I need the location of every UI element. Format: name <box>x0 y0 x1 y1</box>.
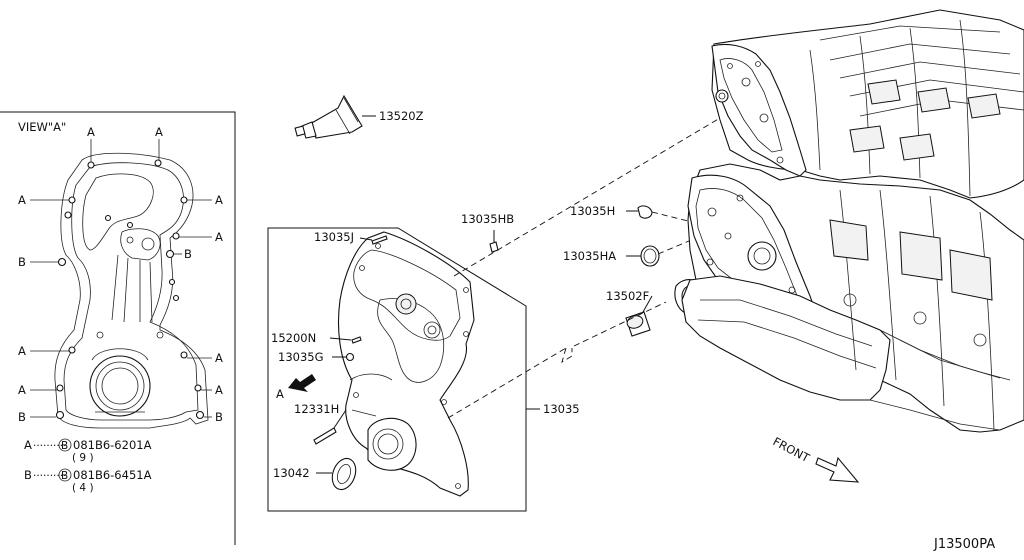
label-view-arrow: A <box>276 387 284 401</box>
label-12331h: 12331H <box>294 402 339 416</box>
engine-block <box>674 9 1024 433</box>
marker-a-top-2: A <box>155 125 163 139</box>
marker-b-right-1: B <box>184 247 192 261</box>
legend-row-a-qty: ( 9 ) <box>72 452 94 464</box>
small-parts: 13035J 15200N 13035G 12331H 13042 A <box>271 230 388 491</box>
legend-row-a-circled: B <box>61 440 68 452</box>
front-indicator: FRONT <box>771 434 860 483</box>
label-13035j: 13035J <box>314 230 354 244</box>
legend-row-a-part: 081B6-6201A <box>73 438 152 452</box>
label-13035h: 13035H <box>570 204 615 218</box>
legend-row-a: A ·········· B 081B6-6201A ( 9 ) <box>24 438 152 464</box>
view-a-markers: A A A A A B B A A A A B B <box>18 125 223 424</box>
front-cover-outline <box>54 152 209 429</box>
view-a-legend: A ·········· B 081B6-6201A ( 9 ) B ·····… <box>24 438 152 494</box>
label-13035hb: 13035HB <box>461 212 514 226</box>
view-arrow-icon <box>288 374 316 392</box>
front-label: FRONT <box>771 434 813 465</box>
svg-text:B: B <box>24 468 32 482</box>
legend-row-b-circled: B <box>61 470 68 482</box>
sealant-tube: 13520Z <box>294 94 424 139</box>
label-15200n: 15200N <box>271 331 316 345</box>
front-cover-box: 13035 <box>267 227 580 512</box>
marker-a-left-1: A <box>18 193 26 207</box>
seal-parts: 13035HB 13035H 13035HA 13502F <box>461 204 660 337</box>
label-13502f: 13502F <box>606 289 649 303</box>
marker-a-right-3: A <box>215 351 223 365</box>
marker-a-top-1: A <box>87 125 95 139</box>
marker-b-left-2: B <box>18 410 26 424</box>
diagram-code: J13500PA <box>933 537 995 552</box>
view-a-panel: VIEW"A" <box>0 111 236 545</box>
marker-a-right-2: A <box>215 230 223 244</box>
label-13035g: 13035G <box>278 350 324 364</box>
front-arrow-icon <box>815 456 860 483</box>
view-a-frame <box>0 111 236 545</box>
view-a-bolts <box>55 159 205 420</box>
marker-a-right-4: A <box>215 383 223 397</box>
svg-text:··········: ·········· <box>33 470 66 482</box>
marker-a-left-3: A <box>18 383 26 397</box>
marker-a-left-2: A <box>18 344 26 358</box>
svg-text:A: A <box>24 438 32 452</box>
marker-b-right-2: B <box>215 410 223 424</box>
marker-a-right-1: A <box>215 193 223 207</box>
legend-row-b-part: 081B6-6451A <box>73 468 152 482</box>
legend-row-b-qty: ( 4 ) <box>72 482 94 494</box>
front-cover <box>338 231 475 497</box>
label-13035ha: 13035HA <box>563 249 616 263</box>
alignment-lines <box>447 117 721 419</box>
label-13042: 13042 <box>273 466 310 480</box>
view-a-title: VIEW"A" <box>18 120 66 134</box>
marker-b-left-1: B <box>18 255 26 269</box>
legend-row-b: B ·········· B 081B6-6451A ( 4 ) <box>24 468 152 494</box>
svg-text:··········: ·········· <box>33 440 66 452</box>
label-13035: 13035 <box>543 402 580 416</box>
label-13520z: 13520Z <box>379 109 424 123</box>
